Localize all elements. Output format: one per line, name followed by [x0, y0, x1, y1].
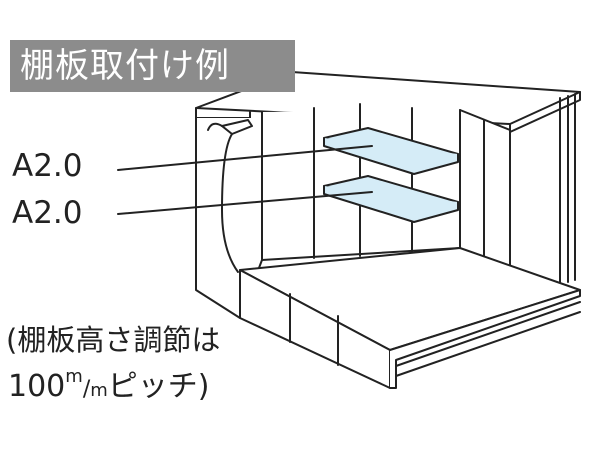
- unit-top: m: [65, 366, 83, 387]
- front-rail: [389, 289, 581, 389]
- left-door-curve: [207, 122, 239, 273]
- leader-line-upper: [117, 145, 373, 171]
- left-bracket: [221, 119, 253, 135]
- shelf-label-lower: A2.0: [12, 195, 83, 231]
- pitch-tail: ピッチ): [107, 369, 210, 404]
- leader-line-lower: [117, 191, 373, 215]
- title-badge: 棚板取付け例: [10, 40, 295, 92]
- lower-shelf-edge: [323, 185, 459, 223]
- unit-bottom: m: [90, 380, 108, 401]
- right-door-frame: [559, 93, 576, 286]
- unit-slash: /: [82, 377, 91, 402]
- note-line-2: 100m/mピッチ): [8, 368, 210, 402]
- front-rail-3: [395, 311, 581, 377]
- shelf-label-upper: A2.0: [12, 148, 83, 184]
- roof-right-edge: [509, 91, 581, 133]
- front-rail-2: [395, 301, 581, 367]
- title-text: 棚板取付け例: [20, 46, 230, 86]
- pitch-value: 100: [8, 369, 66, 404]
- note-line-1: (棚板高さ調節は: [6, 323, 221, 357]
